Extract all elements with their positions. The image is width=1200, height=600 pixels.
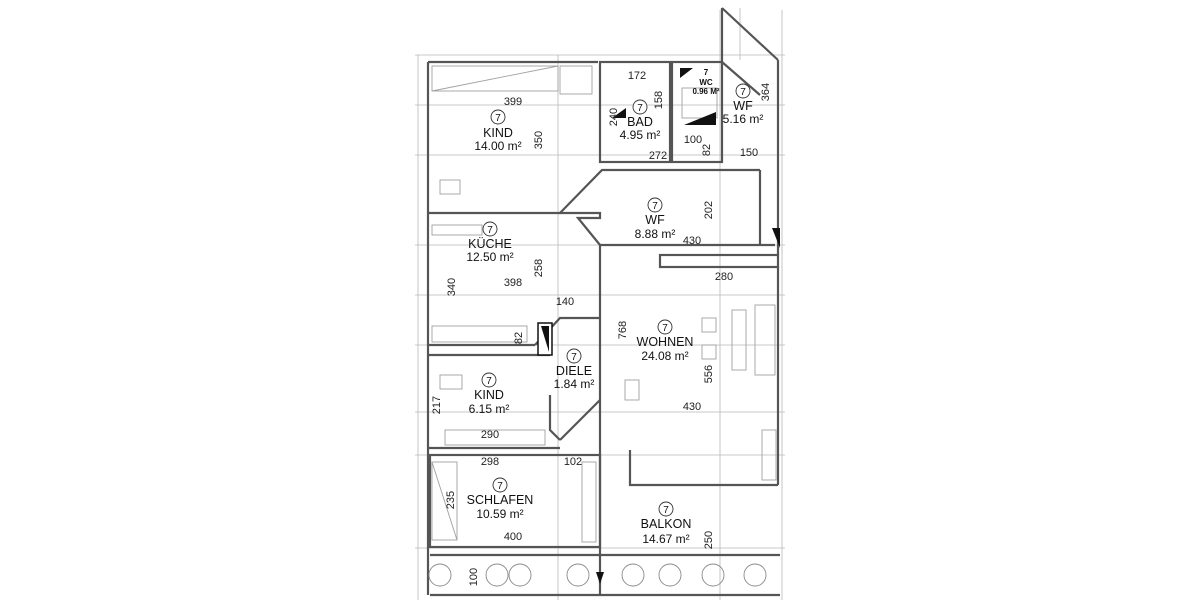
dim-label: 202 bbox=[703, 201, 715, 219]
dim-label: 340 bbox=[446, 278, 458, 296]
room-area: 6.15 m² bbox=[469, 402, 510, 416]
dim-label: 158 bbox=[653, 91, 665, 109]
dim-label: 150 bbox=[740, 147, 758, 159]
dim-label: 298 bbox=[481, 456, 499, 468]
room-area: 8.88 m² bbox=[635, 227, 676, 241]
dim-label: 102 bbox=[564, 456, 582, 468]
room-name: WF bbox=[645, 213, 665, 227]
room-area: 1.84 m² bbox=[554, 377, 595, 391]
room-name: WF bbox=[733, 99, 753, 113]
dim-label: 768 bbox=[617, 321, 629, 339]
room-number: 7 bbox=[486, 376, 492, 387]
room-number: 7 bbox=[487, 225, 493, 236]
room-name: BAD bbox=[627, 115, 653, 129]
room-name: SCHLAFEN bbox=[467, 493, 534, 507]
room-area: 5.16 m² bbox=[723, 112, 764, 126]
dim-label: 398 bbox=[504, 277, 522, 289]
room-number: 7 bbox=[704, 68, 709, 77]
room-number: 7 bbox=[662, 323, 668, 334]
room-wc: 7 WC 0.96 M² bbox=[692, 68, 719, 96]
room-name: KÜCHE bbox=[468, 237, 512, 251]
dim-label: 350 bbox=[533, 131, 545, 149]
room-diele: 7 DIELE 1.84 m² bbox=[554, 348, 595, 391]
room-number: 7 bbox=[637, 103, 643, 114]
furniture bbox=[431, 65, 777, 543]
room-wf1: 7 WF 5.16 m² bbox=[723, 83, 764, 126]
dim-label: 556 bbox=[703, 365, 715, 383]
dim-label: 82 bbox=[513, 332, 525, 344]
dim-label: 217 bbox=[431, 396, 443, 414]
shaft-markers bbox=[537, 68, 780, 584]
room-wohnen: 7 WOHNEN 24.08 m² bbox=[637, 319, 694, 363]
room-area: 4.95 m² bbox=[620, 128, 661, 142]
room-number: 7 bbox=[663, 505, 669, 516]
room-wf2: 7 WF 8.88 m² bbox=[635, 197, 676, 241]
room-kueche: 7 KÜCHE 12.50 m² bbox=[466, 221, 514, 264]
room-name: BALKON bbox=[641, 517, 692, 531]
dim-label: 280 bbox=[715, 271, 733, 283]
dim-label: 100 bbox=[468, 568, 480, 586]
dim-label: 430 bbox=[683, 401, 701, 413]
room-number: 7 bbox=[495, 113, 501, 124]
dim-label: 100 bbox=[684, 134, 702, 146]
dim-label: 240 bbox=[608, 108, 620, 126]
dim-label: 250 bbox=[703, 531, 715, 549]
dim-label: 235 bbox=[445, 491, 457, 509]
room-schlafen: 7 SCHLAFEN 10.59 m² bbox=[467, 477, 534, 521]
room-name: KIND bbox=[474, 388, 504, 402]
room-kind2: 7 KIND 6.15 m² bbox=[469, 372, 510, 416]
dimension-labels: 399 350 172 158 240 100 272 82 150 364 2… bbox=[431, 70, 772, 586]
dim-label: 82 bbox=[701, 144, 713, 156]
room-number: 7 bbox=[740, 87, 746, 98]
dim-label: 272 bbox=[649, 150, 667, 162]
dim-label: 430 bbox=[683, 235, 701, 247]
room-name: WOHNEN bbox=[637, 335, 694, 349]
balcony-planters bbox=[428, 563, 767, 587]
room-name: WC bbox=[699, 78, 713, 87]
room-balkon: 7 BALKON 14.67 m² bbox=[641, 501, 692, 546]
room-number: 7 bbox=[497, 481, 503, 492]
room-area: 14.00 m² bbox=[474, 139, 521, 153]
dim-label: 172 bbox=[628, 70, 646, 82]
dim-label: 400 bbox=[504, 531, 522, 543]
room-name: DIELE bbox=[556, 364, 592, 378]
room-area: 0.96 M² bbox=[692, 87, 719, 96]
dim-label: 399 bbox=[504, 96, 522, 108]
dim-label: 140 bbox=[556, 296, 574, 308]
dim-label: 258 bbox=[533, 259, 545, 277]
dim-label: 290 bbox=[481, 429, 499, 441]
room-name: KIND bbox=[483, 126, 513, 140]
dim-label: 364 bbox=[760, 83, 772, 101]
room-number: 7 bbox=[571, 352, 577, 363]
room-number: 7 bbox=[652, 201, 658, 212]
walls bbox=[426, 7, 780, 597]
room-kind1: 7 KIND 14.00 m² bbox=[474, 109, 522, 153]
room-area: 12.50 m² bbox=[466, 250, 513, 264]
room-area: 24.08 m² bbox=[641, 349, 688, 363]
room-bad: 7 BAD 4.95 m² bbox=[620, 99, 661, 142]
room-area: 14.67 m² bbox=[642, 532, 689, 546]
room-area: 10.59 m² bbox=[476, 507, 523, 521]
